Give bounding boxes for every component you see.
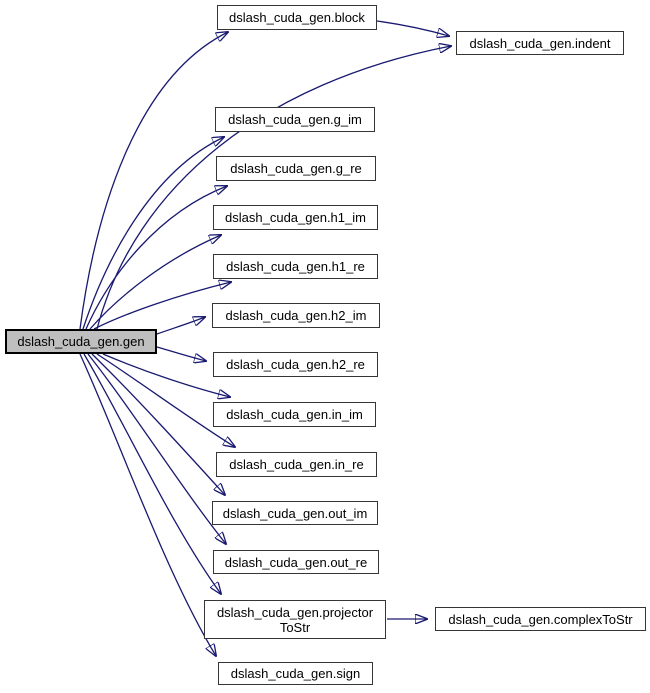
edge-gen-to-h1-re <box>93 282 231 330</box>
node-complex-tostr[interactable]: dslash_cuda_gen.complexToStr <box>435 607 646 631</box>
node-h2-im-label: dslash_cuda_gen.h2_im <box>225 308 367 323</box>
node-sign-label: dslash_cuda_gen.sign <box>230 666 361 681</box>
node-out-re[interactable]: dslash_cuda_gen.out_re <box>213 550 379 574</box>
node-complex-tostr-label: dslash_cuda_gen.complexToStr <box>448 611 633 627</box>
edge-gen-to-projector-tostr <box>83 353 221 594</box>
node-block-label: dslash_cuda_gen.block <box>229 10 365 25</box>
edge-gen-to-out-re <box>87 353 226 544</box>
node-h1-re[interactable]: dslash_cuda_gen.h1_re <box>213 254 378 279</box>
edge-gen-to-h1-im <box>89 235 221 330</box>
edge-gen-to-in-im <box>102 353 230 397</box>
node-indent-label: dslash_cuda_gen.indent <box>469 35 611 51</box>
node-projector-tostr-label-line2: ToStr <box>279 619 311 635</box>
node-in-im-label: dslash_cuda_gen.in_im <box>226 407 363 422</box>
node-out-im-label: dslash_cuda_gen.out_im <box>222 505 368 521</box>
edge-gen-to-g-re <box>85 186 227 330</box>
node-out-re-label: dslash_cuda_gen.out_re <box>224 554 368 570</box>
node-g-im[interactable]: dslash_cuda_gen.g_im <box>215 107 375 132</box>
edge-gen-to-indent <box>96 46 451 330</box>
edge-block-to-indent <box>376 20 449 36</box>
node-h2-re-label: dslash_cuda_gen.h2_re <box>226 357 365 372</box>
node-g-re[interactable]: dslash_cuda_gen.g_re <box>216 156 376 181</box>
edge-gen-to-h2-im <box>156 317 205 335</box>
node-h1-re-label: dslash_cuda_gen.h1_re <box>226 259 365 274</box>
node-in-re[interactable]: dslash_cuda_gen.in_re <box>216 452 377 477</box>
edge-gen-to-sign <box>79 353 216 656</box>
edge-gen-to-g-im <box>82 137 224 330</box>
node-h2-im[interactable]: dslash_cuda_gen.h2_im <box>212 303 380 328</box>
node-g-im-label: dslash_cuda_gen.g_im <box>228 112 362 127</box>
node-out-im[interactable]: dslash_cuda_gen.out_im <box>212 501 378 525</box>
node-h2-re[interactable]: dslash_cuda_gen.h2_re <box>213 352 378 377</box>
node-projector-tostr[interactable]: dslash_cuda_gen.projector ToStr <box>204 600 386 639</box>
node-gen: dslash_cuda_gen.gen <box>5 329 157 354</box>
node-sign[interactable]: dslash_cuda_gen.sign <box>218 662 373 685</box>
edge-gen-to-in-re <box>96 353 235 447</box>
edge-gen-to-block <box>79 32 228 330</box>
node-h1-im[interactable]: dslash_cuda_gen.h1_im <box>213 205 378 230</box>
node-indent[interactable]: dslash_cuda_gen.indent <box>456 31 624 55</box>
node-block[interactable]: dslash_cuda_gen.block <box>217 5 377 30</box>
node-g-re-label: dslash_cuda_gen.g_re <box>230 161 362 176</box>
node-h1-im-label: dslash_cuda_gen.h1_im <box>225 210 366 225</box>
node-in-re-label: dslash_cuda_gen.in_re <box>229 457 364 472</box>
node-projector-tostr-label-line1: dslash_cuda_gen.projector <box>216 604 374 620</box>
edge-gen-to-out-im <box>91 353 225 495</box>
edge-gen-to-h2-re <box>156 346 206 361</box>
node-gen-label: dslash_cuda_gen.gen <box>17 334 145 349</box>
node-in-im[interactable]: dslash_cuda_gen.in_im <box>213 402 376 427</box>
